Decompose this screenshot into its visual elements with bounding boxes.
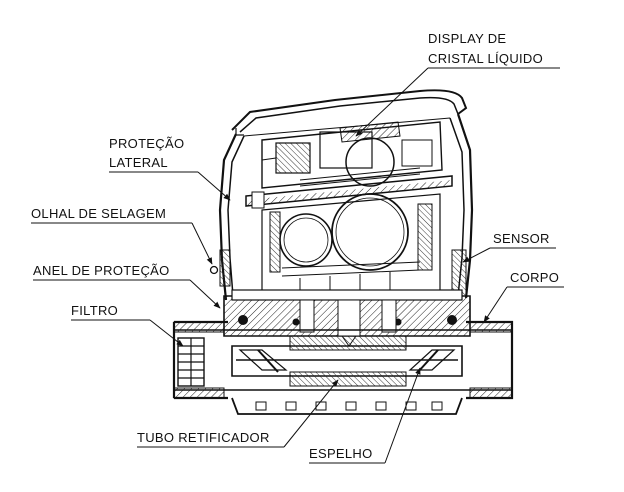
meter-drawing: [172, 89, 514, 415]
label-corpo: CORPO: [510, 270, 559, 285]
pipe-body: [172, 320, 514, 400]
label-anel: ANEL DE PROTEÇÃO: [33, 263, 170, 278]
label-tubo: TUBO RETIFICADOR: [137, 430, 270, 445]
label-sensor: SENSOR: [493, 231, 550, 246]
callout-espelho: ESPELHO: [309, 367, 421, 464]
label-olhal: OLHAL DE SELAGEM: [31, 206, 166, 221]
callout-display: DISPLAY DE CRISTAL LÍQUIDO: [355, 31, 560, 137]
label-display-line2: CRISTAL LÍQUIDO: [428, 51, 543, 66]
register-gears: [245, 175, 453, 297]
callout-filtro: FILTRO: [71, 303, 184, 347]
label-protecao-line2: LATERAL: [109, 155, 168, 170]
label-display-line1: DISPLAY DE: [428, 31, 506, 46]
base-feet: [231, 397, 463, 415]
callout-tubo: TUBO RETIFICADOR: [137, 379, 339, 448]
sensor-part: [451, 249, 467, 297]
label-espelho: ESPELHO: [309, 446, 373, 461]
label-filtro: FILTRO: [71, 303, 118, 318]
display-unit: [261, 121, 443, 189]
callout-olhal: OLHAL DE SELAGEM: [31, 206, 213, 265]
callout-sensor: SENSOR: [462, 231, 556, 263]
callout-corpo: CORPO: [483, 270, 564, 323]
callout-protecao-lateral: PROTEÇÃO LATERAL: [109, 136, 231, 201]
sealing-eye: [209, 249, 231, 287]
callout-anel: ANEL DE PROTEÇÃO: [33, 263, 221, 309]
label-protecao-line1: PROTEÇÃO: [109, 136, 184, 151]
measuring-tube: [231, 335, 463, 387]
protection-ring: [223, 289, 471, 347]
